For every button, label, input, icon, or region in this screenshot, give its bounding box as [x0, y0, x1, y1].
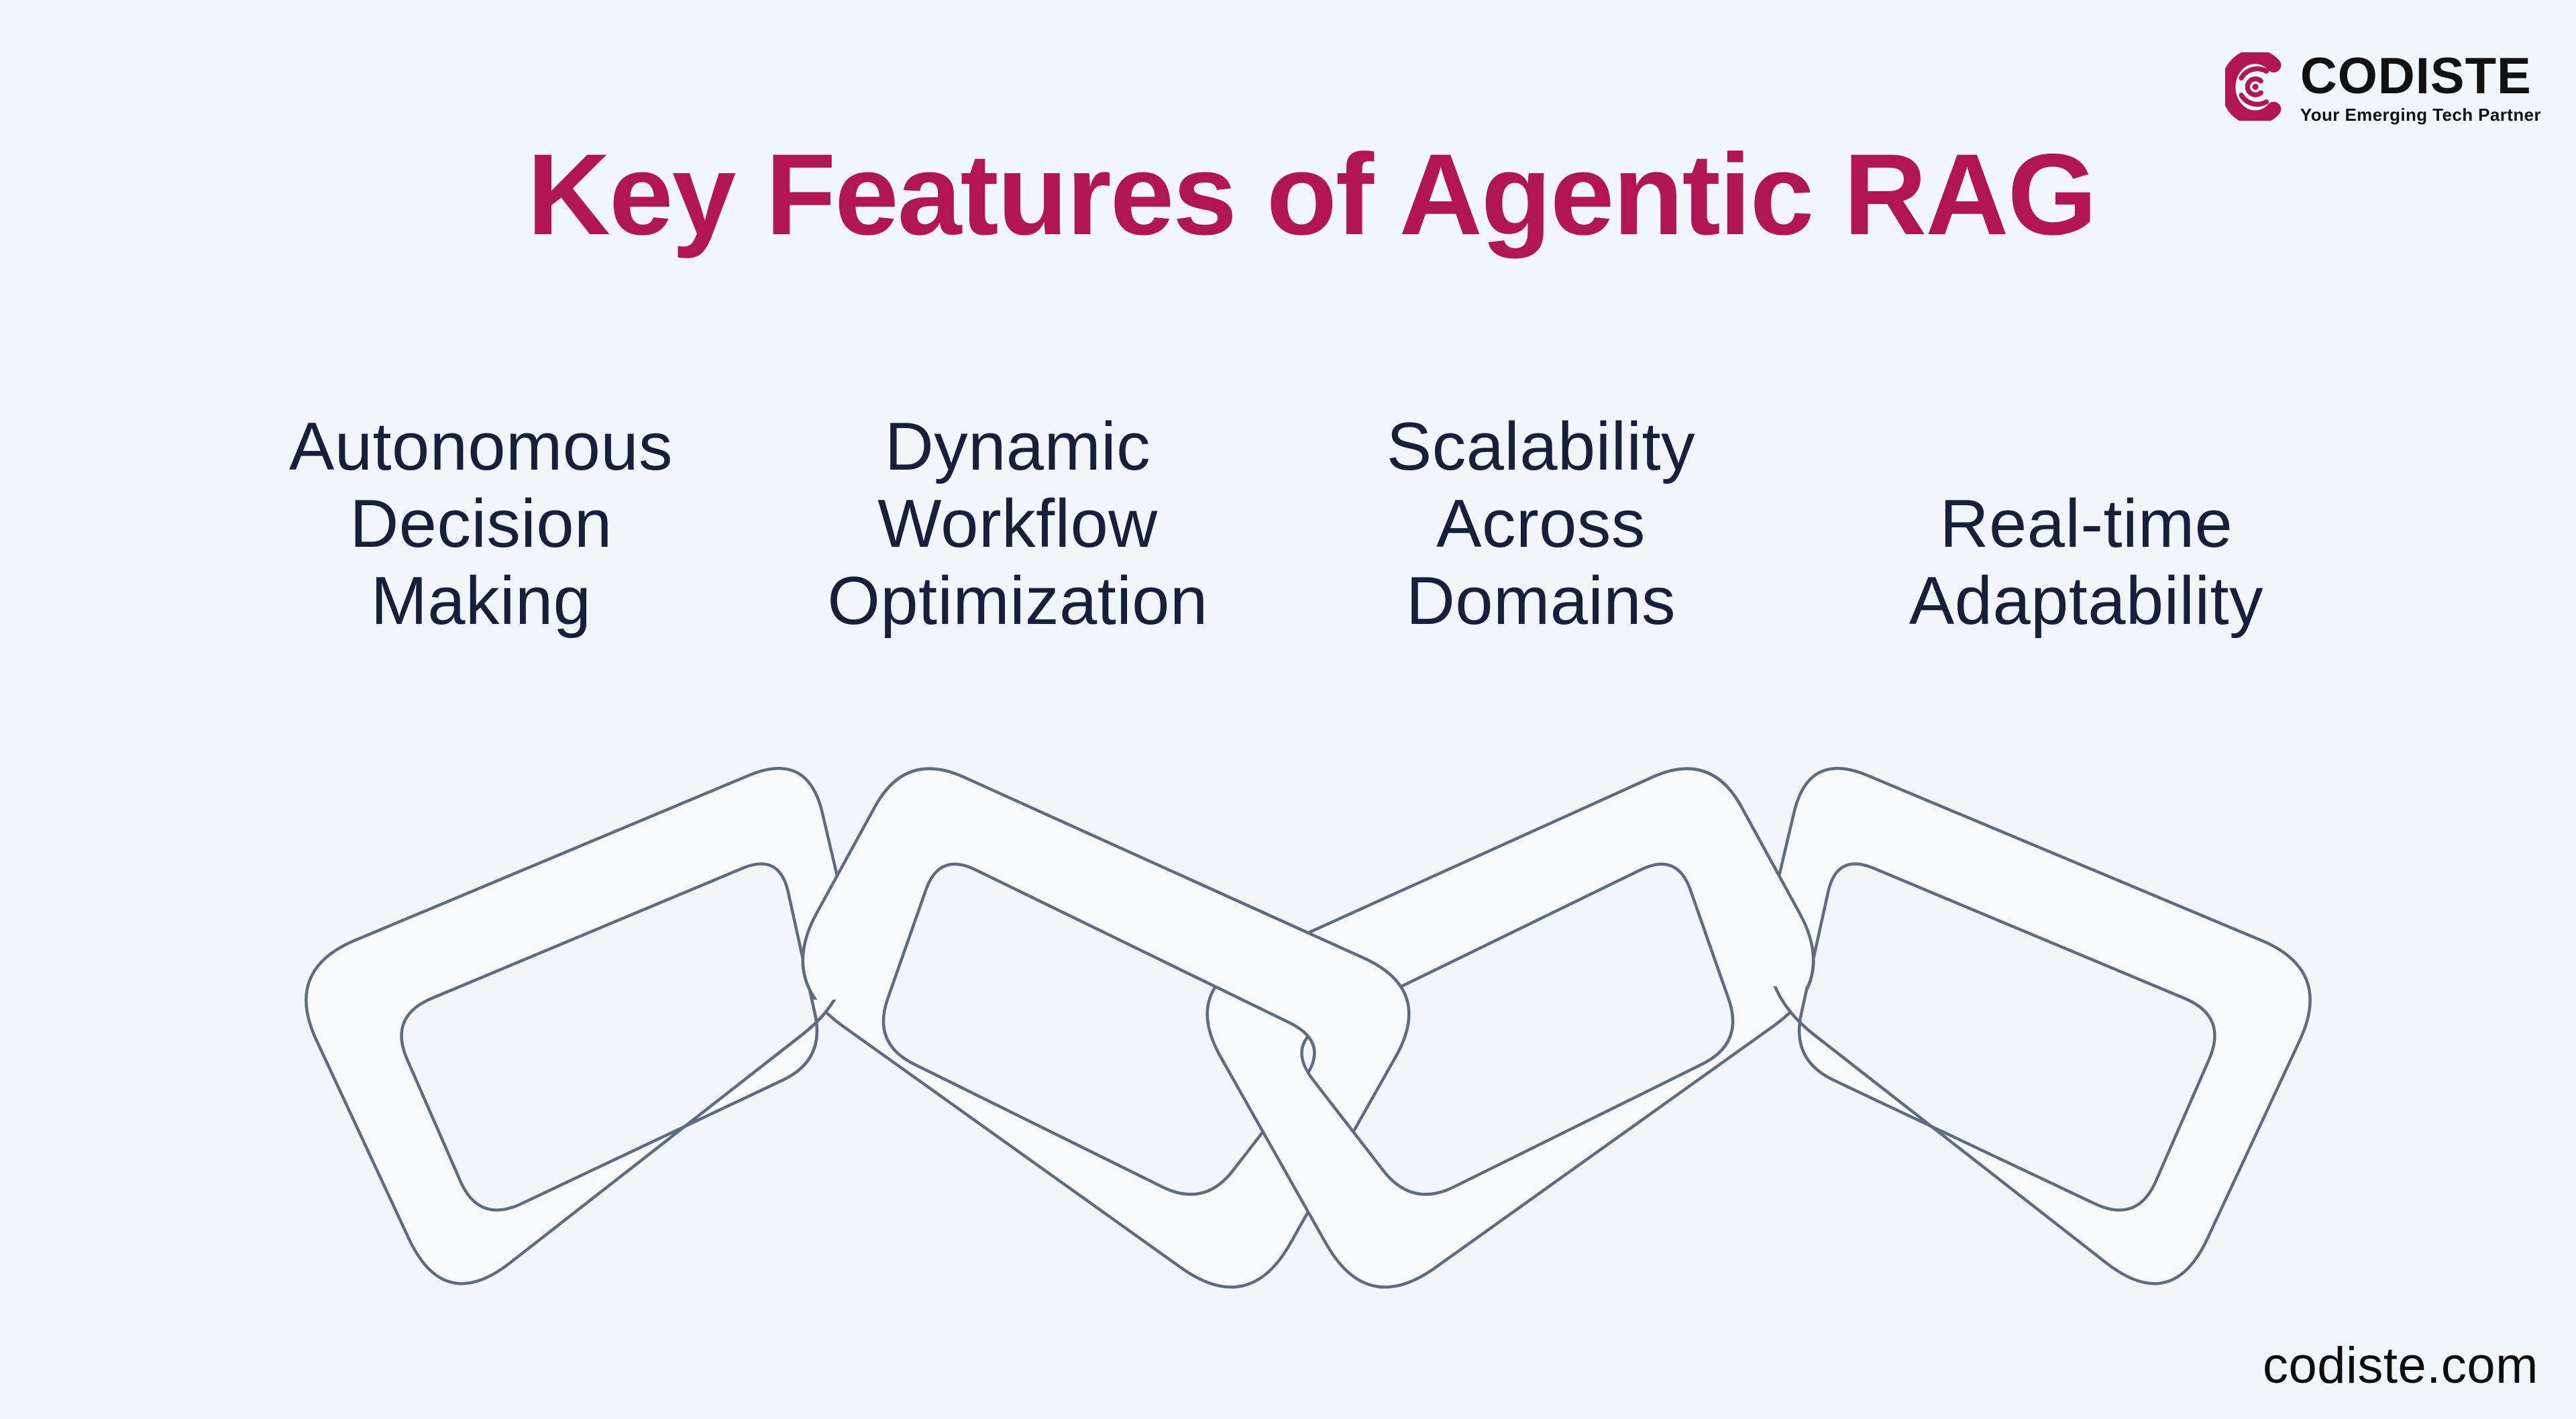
feature-real-time-adaptability: Real-time Adaptability: [1784, 486, 2388, 640]
feature-line: Making: [370, 564, 592, 639]
chain-link: [1174, 870, 1411, 1060]
feature-line: Across: [1436, 486, 1646, 562]
chain-link: [801, 767, 1411, 1289]
page-title: Key Features of Agentic RAG: [527, 130, 2098, 259]
feature-dynamic-workflow-optimization: Dynamic Workflow Optimization: [716, 409, 1320, 640]
chain-link: [1765, 767, 2312, 1285]
chain-link: [305, 767, 851, 1285]
codiste-c-icon: [2224, 52, 2282, 121]
feature-line: Decision: [350, 486, 612, 562]
feature-line: Adaptability: [1909, 564, 2264, 639]
feature-line: Domains: [1405, 564, 1676, 639]
chain-link: [738, 1000, 837, 1103]
logo-tagline: Your Emerging Tech Partner: [2300, 105, 2541, 125]
feature-line: Optimization: [827, 564, 1208, 639]
feature-line: Workflow: [877, 486, 1158, 562]
footer-site-url: codiste.com: [2263, 1337, 2538, 1394]
chain-link: [1704, 770, 1815, 986]
feature-scalability-across-domains: Scalability Across Domains: [1239, 409, 1843, 640]
logo-text-block: CODISTE Your Emerging Tech Partner: [2300, 48, 2541, 125]
feature-line: Dynamic: [884, 409, 1151, 484]
codiste-logo: CODISTE Your Emerging Tech Partner: [2224, 48, 2541, 125]
feature-line: Scalability: [1386, 409, 1696, 484]
feature-autonomous-decision-making: Autonomous Decision Making: [179, 409, 783, 640]
feature-line: Real-time: [1939, 486, 2233, 562]
feature-line: Autonomous: [288, 409, 674, 484]
logo-name: CODISTE: [2300, 48, 2532, 105]
